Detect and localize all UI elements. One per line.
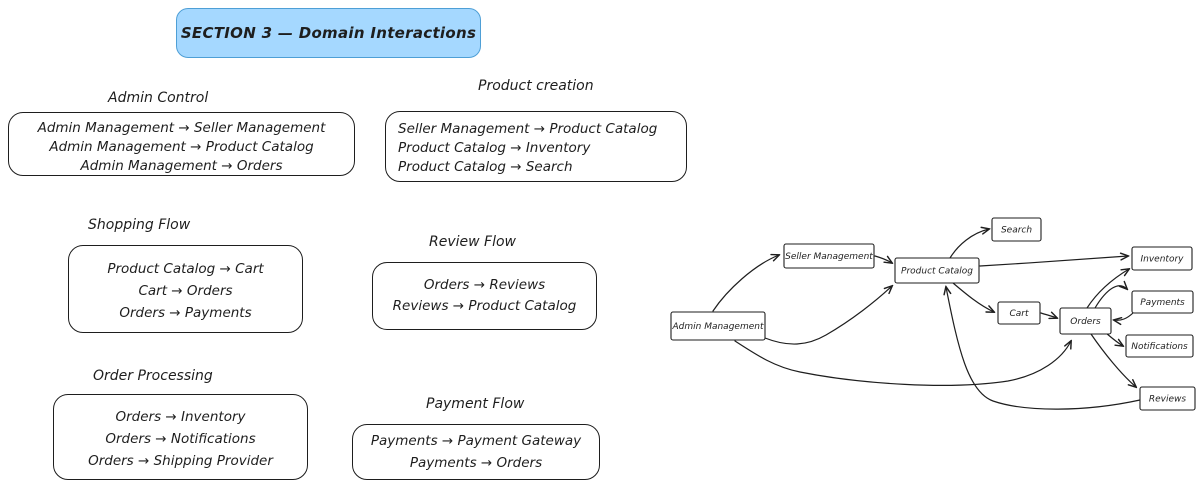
node-label: Seller Management xyxy=(785,252,873,262)
section-title: SECTION 3 — Domain Interactions xyxy=(180,24,477,42)
group-heading: Product creation xyxy=(478,78,594,94)
node-box[interactable] xyxy=(1059,307,1112,335)
interaction-line: Reviews → Product Catalog xyxy=(392,298,577,314)
node-label: Search xyxy=(1001,226,1032,236)
edge-orders-to-inventory xyxy=(1086,269,1129,309)
node-label: Cart xyxy=(1009,309,1028,319)
node-label: Reviews xyxy=(1149,395,1187,405)
edge-orders-to-payments xyxy=(1094,286,1127,309)
node-label: Orders xyxy=(1070,317,1101,327)
interaction-line: Orders → Inventory xyxy=(115,409,246,425)
edge-product-catalog-to-search xyxy=(949,229,989,259)
node-label: Admin Management xyxy=(672,322,764,332)
node-notifications[interactable]: Notifications xyxy=(1125,334,1194,358)
node-inventory[interactable]: Inventory xyxy=(1131,246,1193,271)
interaction-line: Payments → Orders xyxy=(409,455,543,471)
edge-cart-to-orders xyxy=(1040,313,1057,318)
interaction-line: Admin Management → Product Catalog xyxy=(49,139,314,155)
node-orders[interactable]: Orders xyxy=(1059,307,1112,335)
edge-orders-to-notifications xyxy=(1105,332,1123,346)
node-box[interactable] xyxy=(1131,290,1194,314)
node-label: Notifications xyxy=(1131,342,1188,352)
node-label: Inventory xyxy=(1141,255,1185,265)
interaction-line: Seller Management → Product Catalog xyxy=(398,121,658,137)
group-heading: Review Flow xyxy=(429,234,516,250)
interaction-line: Product Catalog → Search xyxy=(398,159,573,175)
node-box[interactable] xyxy=(1125,334,1194,358)
node-label: Product Catalog xyxy=(901,267,973,277)
edge-reviews-to-product-catalog xyxy=(946,287,1141,410)
edge-admin-management-to-product-catalog xyxy=(764,286,892,345)
node-search[interactable]: Search xyxy=(991,217,1042,242)
group-admin-control: Admin Control Admin Management → Seller … xyxy=(8,90,355,176)
node-reviews[interactable]: Reviews xyxy=(1139,386,1196,411)
node-admin-management[interactable]: Admin Management xyxy=(670,311,766,341)
group-heading: Payment Flow xyxy=(426,396,525,412)
interaction-line: Product Catalog → Cart xyxy=(107,261,264,277)
interaction-line: Admin Management → Seller Management xyxy=(37,120,326,136)
interaction-line: Cart → Orders xyxy=(138,283,233,299)
node-product-catalog[interactable]: Product Catalog xyxy=(894,257,980,284)
edge-admin-management-to-orders xyxy=(734,341,1071,386)
interaction-line: Orders → Payments xyxy=(119,305,252,321)
node-payments[interactable]: Payments xyxy=(1131,290,1194,314)
node-cart[interactable]: Cart xyxy=(997,301,1041,325)
interaction-line: Payments → Payment Gateway xyxy=(370,433,582,449)
group-heading: Shopping Flow xyxy=(88,217,191,233)
node-label: Payments xyxy=(1140,298,1185,308)
interaction-line: Orders → Notifications xyxy=(105,431,256,447)
section-title-box[interactable]: SECTION 3 — Domain Interactions xyxy=(176,8,481,58)
node-box[interactable] xyxy=(670,311,766,341)
node-box[interactable] xyxy=(1131,246,1193,271)
edge-admin-management-to-seller-management xyxy=(712,255,779,312)
edge-product-catalog-to-cart xyxy=(952,282,994,312)
node-box[interactable] xyxy=(783,243,875,269)
edge-product-catalog-to-inventory xyxy=(979,256,1128,267)
edge-payments-to-orders xyxy=(1114,311,1135,320)
edge-orders-to-reviews xyxy=(1090,333,1136,387)
node-seller-management[interactable]: Seller Management xyxy=(783,243,875,269)
node-box[interactable] xyxy=(894,257,980,284)
interaction-line: Product Catalog → Inventory xyxy=(398,140,591,156)
node-box[interactable] xyxy=(1139,386,1196,411)
group-heading: Admin Control xyxy=(108,90,209,106)
node-box[interactable] xyxy=(997,301,1041,325)
edge-seller-management-to-product-catalog xyxy=(874,255,892,263)
interaction-line: Admin Management → Orders xyxy=(80,158,283,174)
node-box[interactable] xyxy=(991,217,1042,242)
group-product-creation: Product creation Seller Management → Pro… xyxy=(385,78,687,182)
group-heading: Order Processing xyxy=(93,368,213,384)
interaction-line: Orders → Reviews xyxy=(423,277,546,293)
interaction-line: Orders → Shipping Provider xyxy=(88,453,273,469)
